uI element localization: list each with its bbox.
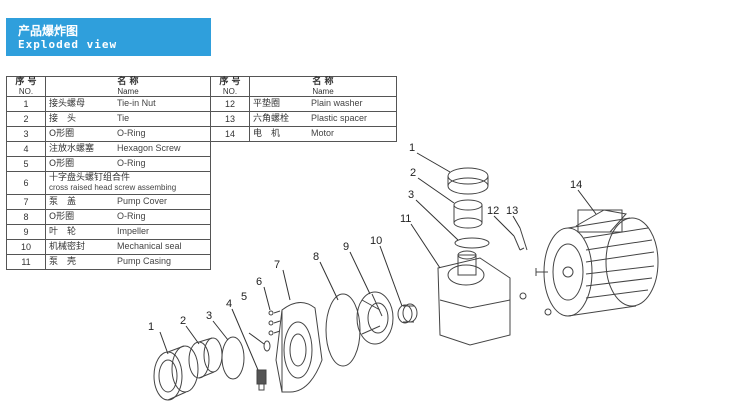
callout-8: 8	[313, 251, 319, 263]
plain-washer	[513, 235, 527, 300]
callout-11: 11	[400, 213, 411, 225]
part-name-en: O-Ring	[117, 158, 146, 168]
callout-13: 13	[506, 205, 518, 217]
part-name-en: Tie	[117, 113, 130, 123]
impeller	[356, 291, 394, 345]
callout-1: 1	[148, 321, 154, 333]
banner-title-en: Exploded view	[18, 38, 118, 51]
part-name-zh: 六角螺栓	[253, 114, 290, 124]
large-o-ring	[325, 293, 361, 367]
part-name-zh: 接头螺母	[49, 99, 86, 109]
plastic-spacer	[519, 227, 552, 316]
leader-lines	[159, 152, 597, 371]
part-name-en: Mechanical seal	[117, 241, 182, 251]
hexagon-screw	[256, 369, 267, 391]
mechanical-seal	[397, 303, 418, 324]
callout-4: 4	[226, 298, 232, 310]
part-name-en: Impeller	[117, 226, 150, 236]
screw-assembly	[268, 310, 281, 336]
part-name-en: Motor	[311, 128, 335, 138]
callout-5: 5	[241, 291, 247, 303]
part-number: 11	[6, 254, 46, 270]
part-name-zh: 机械密封	[49, 242, 86, 252]
exploded-view-banner: 产品爆炸图 Exploded view	[6, 18, 211, 56]
callout-2-top: 2	[410, 167, 416, 179]
part-name-zh: O形圈	[49, 159, 75, 169]
o-ring-left	[221, 336, 245, 380]
callout-3-top: 3	[408, 189, 414, 201]
part-name-zh: 叶 轮	[49, 227, 77, 237]
part-name-en: O-Ring	[117, 128, 146, 138]
banner-title-zh: 产品爆炸图	[18, 24, 79, 38]
callout-1-top: 1	[409, 142, 415, 154]
part-name-zh: 电 机	[253, 129, 281, 139]
part-name-en: Tie-in Nut	[117, 98, 156, 108]
motor	[535, 209, 659, 317]
part-name-zh: 平垫圈	[253, 99, 281, 109]
part-name-en: Pump Casing	[117, 256, 172, 266]
part-name-zh: 泵 壳	[49, 257, 77, 267]
callout-2: 2	[180, 315, 186, 327]
part-name-zh: 十字盘头螺钉组合件	[49, 173, 131, 183]
callout-12: 12	[487, 205, 499, 217]
part-name-zh: 泵 盖	[49, 197, 77, 207]
callout-3: 3	[206, 310, 212, 322]
callout-7: 7	[274, 259, 280, 271]
pump-cover	[275, 302, 323, 393]
part-name: 平垫圈 Plain washer	[249, 96, 397, 112]
part-name: 电 机 Motor	[249, 126, 397, 142]
callout-labels: 1 2 3 4 5 6 7 8 9 10 11 1 2 3 12 13 14	[148, 142, 582, 333]
part-name-en: Pump Cover	[117, 196, 168, 206]
o-ring-small	[263, 340, 271, 352]
part-name-en: Hexagon Screw	[117, 143, 181, 153]
tie-top	[453, 199, 483, 229]
tie-in-nut-left	[153, 345, 199, 401]
part-name-zh: O形圈	[49, 129, 75, 139]
part-name: 泵 壳 Pump Casing	[45, 254, 211, 270]
tie-in-nut-top	[447, 167, 489, 195]
part-name-en: O-Ring	[117, 211, 146, 221]
part-name-en: cross raised head screw assembing	[49, 183, 177, 192]
part-name-zh: 接 头	[49, 114, 77, 124]
part-name-en: Plain washer	[311, 98, 363, 108]
callout-9: 9	[343, 241, 349, 253]
callout-10: 10	[370, 235, 382, 247]
tie-left	[188, 337, 223, 379]
o-ring-top	[454, 237, 490, 249]
part-name-en: Plastic spacer	[311, 113, 368, 123]
callout-14: 14	[570, 179, 582, 191]
part-name-zh: 注放水螺塞	[49, 144, 95, 154]
part-name-zh: O形圈	[49, 212, 75, 222]
callout-6: 6	[256, 276, 262, 288]
pump-casing	[437, 250, 511, 346]
